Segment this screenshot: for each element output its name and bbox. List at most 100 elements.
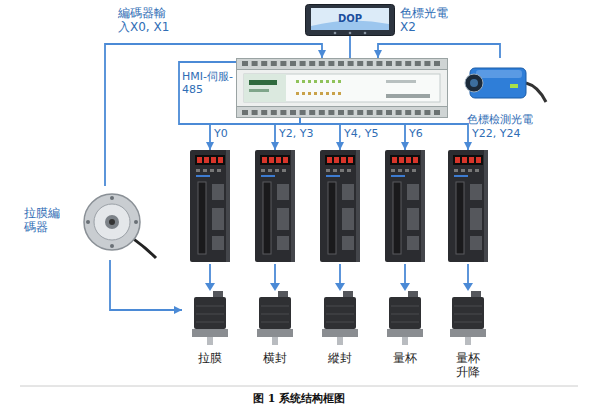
drawing-part: [412, 169, 416, 172]
drawing-part: [308, 92, 311, 95]
signal-label: Y4, Y5: [344, 127, 378, 140]
drawing-part: [392, 157, 397, 163]
drawing-part: [342, 184, 354, 200]
drawing-part: [326, 80, 329, 83]
connector: [300, 118, 405, 150]
drawing-part: [274, 264, 276, 283]
drawing-part: [291, 150, 295, 262]
servo-unit: 量杯: [377, 150, 433, 384]
drawing-part: [526, 83, 546, 102]
drawing-part: [271, 110, 277, 115]
drawing-part: [326, 322, 354, 323]
drawing-part: [391, 169, 395, 172]
drawing-part: [364, 32, 367, 35]
drawing-part: [356, 150, 360, 262]
drawing-part: [261, 169, 265, 172]
drawing-part: [468, 169, 472, 172]
plc-unit: HMI-伺服- 485: [176, 58, 448, 118]
drawing-part: [357, 61, 363, 66]
drawing-part: [270, 283, 280, 291]
servo-unit: 量杯 升降: [440, 150, 496, 384]
film-encoder: 拉膜編 碼器: [22, 186, 158, 260]
drawing-part: [290, 110, 296, 115]
drawing-part: [434, 110, 440, 115]
drawing-part: [320, 150, 360, 262]
drawing-part: [252, 61, 258, 66]
drawing-part: [277, 184, 289, 200]
bus-label: HMI-伺服- 485: [182, 70, 236, 96]
drawing-part: [341, 157, 346, 163]
drawing-part: [467, 264, 469, 283]
axis-name: 量杯: [391, 351, 419, 365]
drawing-part: [255, 150, 295, 262]
drawing-part: [340, 169, 344, 172]
drawing-part: [319, 61, 325, 66]
drawing-part: [333, 169, 337, 172]
drawing-part: [465, 337, 471, 345]
drawing-part: [463, 283, 473, 291]
drawing-part: [308, 80, 311, 83]
connector: [349, 36, 351, 58]
drawing-part: [320, 80, 323, 83]
drawing-part: [407, 208, 419, 230]
drawing-part: [456, 182, 464, 254]
axis-name: 拉膜: [196, 351, 224, 365]
drawing-part: [261, 306, 289, 307]
drawing-part: [390, 155, 420, 165]
drawing-part: [475, 169, 479, 172]
drawing-part: [455, 157, 460, 163]
drawing-part: [196, 322, 224, 323]
drawing-part: [309, 61, 315, 66]
drawing-part: [424, 61, 430, 66]
drawing-part: [349, 32, 352, 35]
drawing-part: [335, 283, 345, 291]
illustration: [312, 150, 368, 350]
color-mark-sensor: 色標檢測光電: [452, 58, 548, 134]
drawing-part: [400, 283, 410, 291]
drawing-part: [203, 169, 207, 172]
encoder-label: 拉膜編 碼器: [24, 206, 62, 235]
drawing-part: [261, 110, 267, 115]
drawing-part: [461, 169, 465, 172]
drawing-part: [194, 297, 226, 329]
drawing-part: [465, 74, 483, 92]
drawing-part: [205, 283, 215, 291]
drawing-part: [405, 169, 409, 172]
drawing-part: [242, 110, 248, 115]
drawing-part: [326, 169, 330, 172]
signal-label: 編碼器輸 入X0, X1: [118, 6, 178, 35]
drawing-part: [343, 291, 353, 298]
drawing-part: [454, 322, 482, 323]
drawing-part: [347, 169, 351, 172]
drawing-part: [434, 61, 440, 66]
separator-line: [20, 386, 578, 387]
drawing-part: [326, 314, 354, 315]
signal-label: Y22, Y24: [472, 127, 520, 140]
drawing-part: [110, 244, 114, 248]
drawing-part: [391, 175, 405, 177]
connector: [110, 260, 182, 310]
drawing-part: [405, 61, 411, 66]
drawing-part: [391, 306, 419, 307]
drawing-part: [454, 306, 482, 307]
drawing-part: [217, 169, 221, 172]
drawing-part: [212, 236, 224, 250]
sensor-label: 色標檢測光電: [452, 113, 548, 126]
drawing-part: [244, 74, 286, 102]
drawing-part: [339, 264, 341, 283]
drawing-part: [319, 110, 325, 115]
drawing-part: [406, 157, 411, 163]
drawing-part: [448, 150, 488, 262]
drawing-part: [376, 110, 382, 115]
drawing-part: [261, 322, 289, 323]
drawing-part: [326, 175, 340, 177]
drawing-part: [212, 208, 224, 230]
drawing-part: [276, 157, 281, 163]
illustration: [66, 186, 158, 260]
drawing-part: [198, 182, 206, 254]
drawing-part: [324, 297, 356, 329]
drawing-part: [269, 157, 274, 163]
drawing-part: [277, 208, 289, 230]
drawing-part: [195, 155, 225, 165]
drawing-part: [389, 297, 421, 329]
